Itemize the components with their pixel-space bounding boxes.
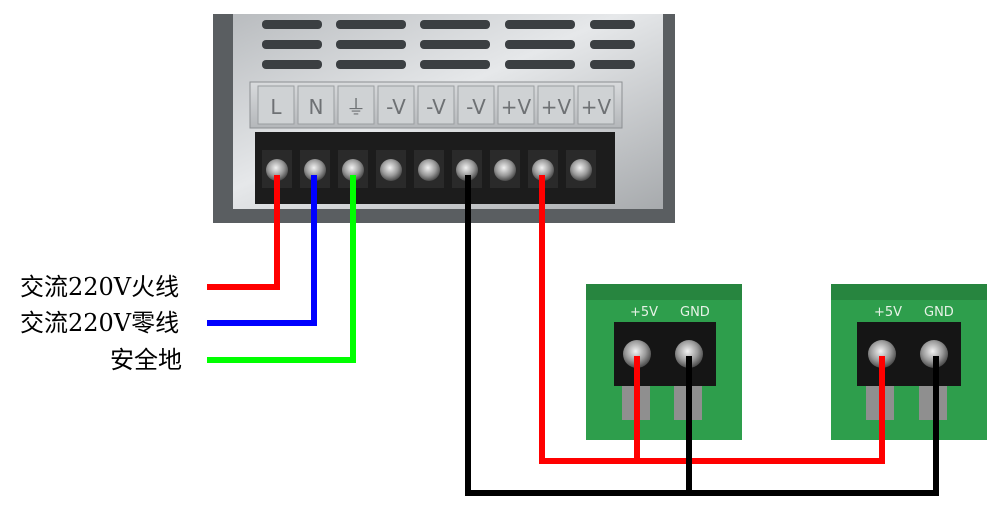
- terminal-label-text: +V: [581, 95, 612, 119]
- terminal-label-cell: [417, 85, 455, 125]
- terminal-label-cell: [457, 85, 495, 125]
- wire-ground: [465, 175, 939, 496]
- terminal-screw: [342, 159, 364, 181]
- wire-positive: [539, 175, 885, 464]
- legend-neutral-label: 交流220V零线: [20, 309, 180, 337]
- board-1-pos-label: +5V: [630, 305, 658, 320]
- terminal-screw: [266, 159, 288, 181]
- terminal-label-text: L: [270, 95, 282, 119]
- terminal-screws: [262, 150, 596, 188]
- legend-live-label: 交流220V火线: [20, 273, 180, 301]
- terminal-label-cell: [337, 85, 375, 125]
- power-supply: L N ⏚ -V -V -V +V +V +V: [213, 14, 675, 223]
- terminal-label-text: +V: [541, 95, 572, 119]
- terminal-label-cell: [257, 85, 295, 125]
- terminal-label-cell: [377, 85, 415, 125]
- board-2-screw-gnd: [920, 340, 948, 368]
- board-1-screw-gnd: [675, 340, 703, 368]
- terminal-label-text: +V: [501, 95, 532, 119]
- terminal-screw: [380, 159, 402, 181]
- wire-earth: [207, 175, 356, 363]
- terminal-label-cell: [537, 85, 575, 125]
- psu-vents: [262, 20, 635, 69]
- board-2-screw-pos: [868, 340, 896, 368]
- wire-neutral: [207, 175, 317, 326]
- wire-live: [207, 175, 280, 290]
- terminal-label-text: -V: [466, 95, 486, 119]
- load-board-1: +5V GND: [586, 284, 742, 440]
- terminal-label-cell: [297, 85, 335, 125]
- load-board-2: +5V GND: [831, 284, 987, 440]
- board-2-pos-label: +5V: [874, 305, 902, 320]
- board-1-gnd-label: GND: [680, 305, 710, 320]
- terminal-label-text: -V: [426, 95, 446, 119]
- legend-earth-label: 安全地: [110, 346, 182, 374]
- terminal-label-cell: [497, 85, 535, 125]
- terminal-label-text: N: [309, 95, 324, 119]
- terminal-screw: [304, 159, 326, 181]
- terminal-label-cell: [577, 85, 615, 125]
- terminal-screw: [418, 159, 440, 181]
- board-2-gnd-label: GND: [924, 305, 954, 320]
- terminal-label-cells: L N ⏚ -V -V -V +V +V +V: [257, 85, 615, 125]
- terminal-label-text: ⏚: [346, 95, 366, 119]
- terminal-screw: [570, 159, 592, 181]
- terminal-screw: [532, 159, 554, 181]
- board-1-screw-pos: [623, 340, 651, 368]
- terminal-screw: [494, 159, 516, 181]
- terminal-label-text: -V: [386, 95, 406, 119]
- terminal-screw: [456, 159, 478, 181]
